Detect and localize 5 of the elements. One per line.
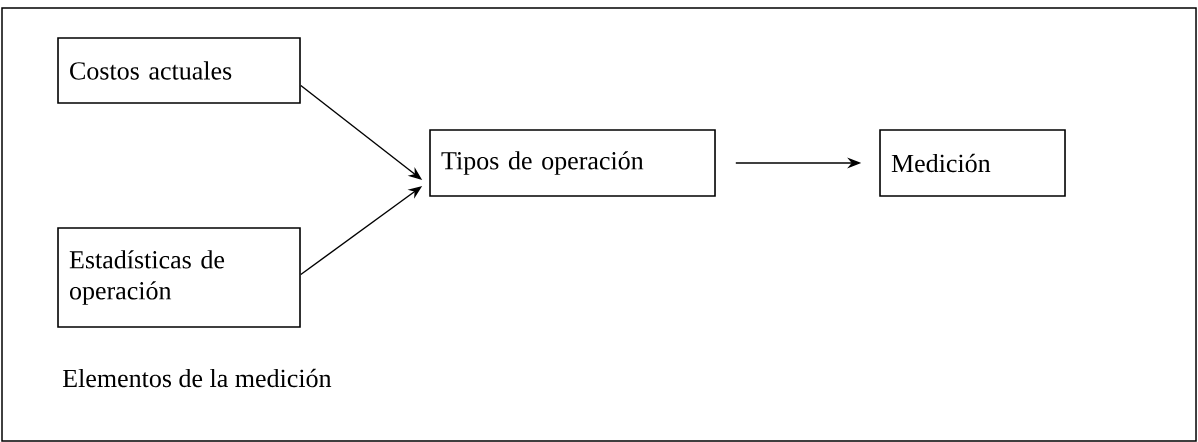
process-box: Medición	[879, 129, 1066, 197]
process-box: Tipos de operación	[429, 129, 716, 197]
process-box: Estadísticas de operación	[57, 227, 301, 328]
caption: Elementos de la medición	[62, 368, 332, 388]
process-box: Costos actuales	[57, 37, 301, 104]
